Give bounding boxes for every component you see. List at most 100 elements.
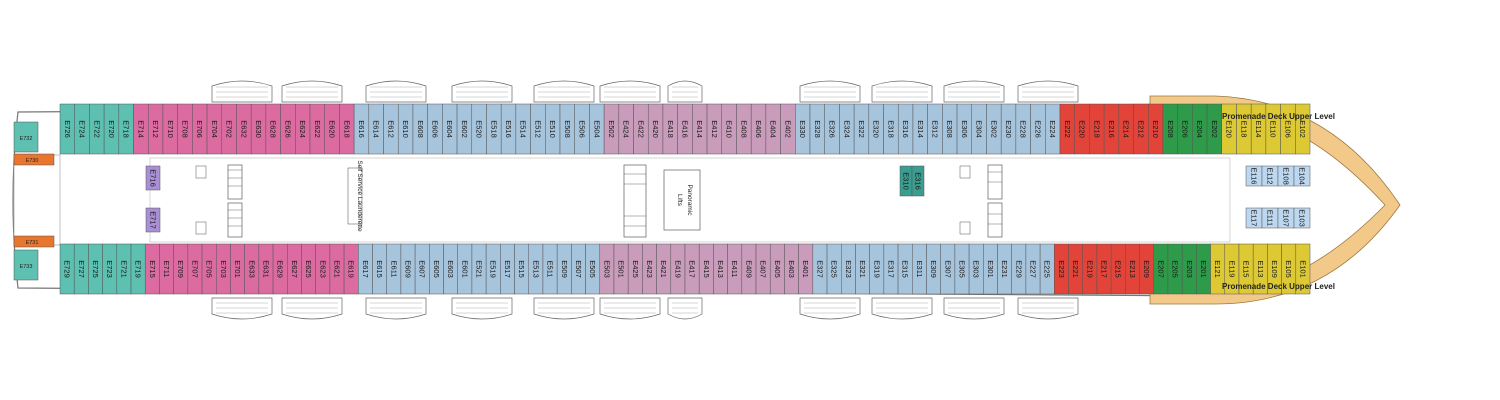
cabin-e716[interactable]: E716 — [145, 165, 161, 191]
cabin-e301[interactable]: E301 — [983, 243, 998, 295]
cabin-e412[interactable]: E412 — [706, 103, 723, 155]
stern-cabin-e730[interactable]: E730 — [13, 153, 55, 166]
cabin-e312[interactable]: E312 — [927, 103, 943, 155]
cabin-e322[interactable]: E322 — [853, 103, 870, 155]
cabin-e228[interactable]: E228 — [1015, 103, 1031, 155]
cabin-e701[interactable]: E701 — [230, 243, 245, 295]
cabin-e226[interactable]: E226 — [1030, 103, 1046, 155]
cabin-e717[interactable]: E717 — [145, 207, 161, 233]
cabin-e321[interactable]: E321 — [855, 243, 870, 295]
cabin-e721[interactable]: E721 — [116, 243, 132, 295]
cabin-e610[interactable]: E610 — [397, 103, 414, 155]
cabin-e205[interactable]: E205 — [1167, 243, 1183, 295]
cabin-e708[interactable]: E708 — [177, 103, 193, 155]
cabin-e308[interactable]: E308 — [942, 103, 958, 155]
cabin-e513[interactable]: E513 — [528, 243, 544, 295]
cabin-e703[interactable]: E703 — [216, 243, 231, 295]
cabin-e425[interactable]: E425 — [627, 243, 643, 295]
cabin-e724[interactable]: E724 — [74, 103, 90, 155]
cabin-e623[interactable]: E623 — [315, 243, 331, 295]
cabin-e506[interactable]: E506 — [574, 103, 590, 155]
cabin-e304[interactable]: E304 — [971, 103, 987, 155]
cabin-e315[interactable]: E315 — [897, 243, 913, 295]
cabin-e614[interactable]: E614 — [368, 103, 384, 155]
cabin-e102[interactable]: E102 — [1295, 103, 1311, 155]
cabin-e214[interactable]: E214 — [1118, 103, 1134, 155]
cabin-e507[interactable]: E507 — [571, 243, 586, 295]
cabin-e216[interactable]: E216 — [1103, 103, 1120, 155]
cabin-e707[interactable]: E707 — [187, 243, 203, 295]
cabin-e424[interactable]: E424 — [618, 103, 634, 155]
cabin-e324[interactable]: E324 — [839, 103, 855, 155]
cabin-e606[interactable]: E606 — [427, 103, 443, 155]
cabin-e218[interactable]: E218 — [1089, 103, 1105, 155]
cabin-e622[interactable]: E622 — [309, 103, 325, 155]
cabin-e404[interactable]: E404 — [765, 103, 781, 155]
cabin-e116[interactable]: E116 — [1245, 165, 1263, 187]
cabin-e607[interactable]: E607 — [414, 243, 430, 295]
cabin-e227[interactable]: E227 — [1025, 243, 1041, 295]
cabin-e204[interactable]: E204 — [1192, 103, 1208, 155]
cabin-e518[interactable]: E518 — [486, 103, 502, 155]
cabin-e631[interactable]: E631 — [258, 243, 274, 295]
cabin-e217[interactable]: E217 — [1096, 243, 1112, 295]
cabin-e505[interactable]: E505 — [585, 243, 601, 295]
cabin-e409[interactable]: E409 — [741, 243, 757, 295]
cabin-e517[interactable]: E517 — [500, 243, 515, 295]
cabin-e602[interactable]: E602 — [456, 103, 473, 155]
cabin-e316[interactable]: E316 — [897, 103, 914, 155]
cabin-e520[interactable]: E520 — [471, 103, 487, 155]
cabin-e609[interactable]: E609 — [400, 243, 416, 295]
cabin-e202[interactable]: E202 — [1206, 103, 1223, 155]
cabin-e230[interactable]: E230 — [1000, 103, 1017, 155]
cabin-e327[interactable]: E327 — [812, 243, 828, 295]
cabin-e229[interactable]: E229 — [1011, 243, 1027, 295]
cabin-e711[interactable]: E711 — [159, 243, 174, 295]
cabin-e612[interactable]: E612 — [383, 103, 399, 155]
cabin-e104[interactable]: E104 — [1293, 165, 1311, 187]
cabin-e311[interactable]: E311 — [912, 243, 927, 295]
cabin-e620[interactable]: E620 — [324, 103, 340, 155]
cabin-e516[interactable]: E516 — [500, 103, 517, 155]
cabin-e628[interactable]: E628 — [265, 103, 281, 155]
cabin-e112[interactable]: E112 — [1261, 165, 1279, 187]
cabin-e633[interactable]: E633 — [244, 243, 260, 295]
cabin-e411[interactable]: E411 — [727, 243, 743, 295]
cabin-e108[interactable]: E108 — [1277, 165, 1295, 187]
cabin-e314[interactable]: E314 — [912, 103, 928, 155]
cabin-e215[interactable]: E215 — [1110, 243, 1126, 295]
stern-cabin-e732[interactable]: E732 — [13, 121, 39, 153]
panoramic-lifts[interactable]: Panoramic Lifts — [663, 169, 701, 231]
cabin-e521[interactable]: E521 — [471, 243, 487, 295]
cabin-e330[interactable]: E330 — [795, 103, 811, 155]
cabin-e514[interactable]: E514 — [515, 103, 531, 155]
cabin-e423[interactable]: E423 — [642, 243, 657, 295]
cabin-e119[interactable]: E119 — [1224, 243, 1240, 295]
cabin-e414[interactable]: E414 — [692, 103, 708, 155]
cabin-e723[interactable]: E723 — [102, 243, 118, 295]
cabin-e502[interactable]: E502 — [603, 103, 620, 155]
cabin-e307[interactable]: E307 — [940, 243, 956, 295]
cabin-e504[interactable]: E504 — [589, 103, 605, 155]
cabin-e729[interactable]: E729 — [59, 243, 75, 295]
cabin-e727[interactable]: E727 — [73, 243, 89, 295]
cabin-e519[interactable]: E519 — [485, 243, 501, 295]
cabin-e110[interactable]: E110 — [1265, 103, 1281, 155]
cabin-e627[interactable]: E627 — [287, 243, 302, 295]
cabin-e501[interactable]: E501 — [613, 243, 629, 295]
cabin-e303[interactable]: E303 — [968, 243, 984, 295]
cabin-e712[interactable]: E712 — [147, 103, 164, 155]
cabin-e702[interactable]: E702 — [221, 103, 237, 155]
cabin-e508[interactable]: E508 — [559, 103, 575, 155]
cabin-e224[interactable]: E224 — [1045, 103, 1061, 155]
cabin-e210[interactable]: E210 — [1147, 103, 1164, 155]
cabin-e305[interactable]: E305 — [954, 243, 970, 295]
cabin-e422[interactable]: E422 — [633, 103, 649, 155]
cabin-e601[interactable]: E601 — [457, 243, 473, 295]
cabin-e722[interactable]: E722 — [89, 103, 105, 155]
cabin-e107[interactable]: E107 — [1277, 207, 1295, 229]
cabin-e725[interactable]: E725 — [88, 243, 103, 295]
cabin-e223[interactable]: E223 — [1054, 243, 1069, 295]
cabin-e418[interactable]: E418 — [662, 103, 678, 155]
cabin-e405[interactable]: E405 — [769, 243, 785, 295]
